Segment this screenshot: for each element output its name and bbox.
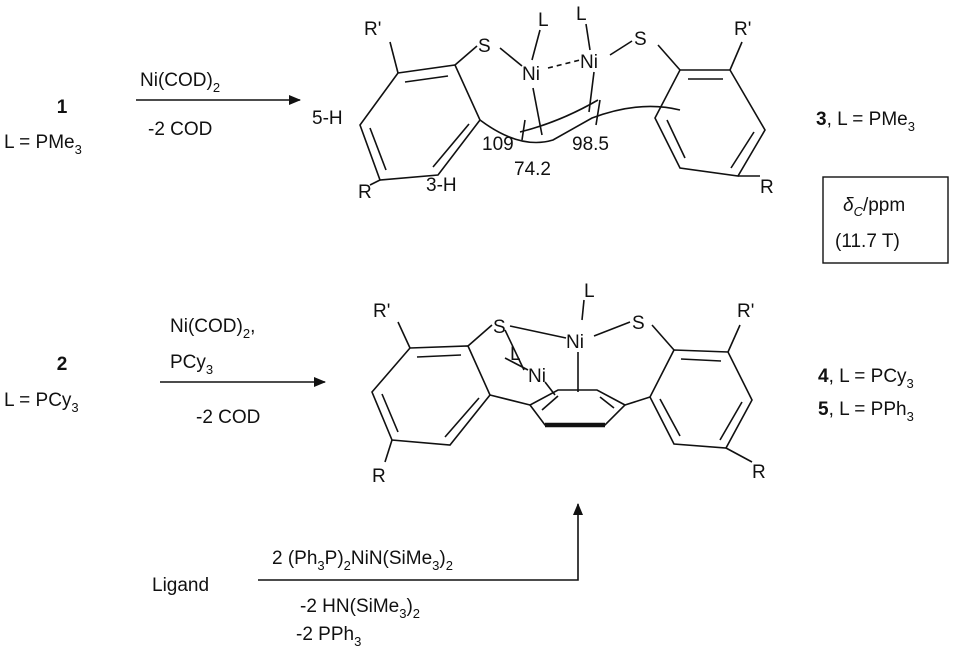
label-r-bottom-right-2: R	[752, 462, 766, 483]
reaction-1-byproduct: -2 COD	[148, 119, 212, 140]
label-3-h: 3-H	[426, 175, 457, 196]
reactant-1-ligand: L = PMe3	[4, 132, 82, 157]
label-r-prime-top-right: R'	[734, 19, 751, 40]
reaction-3-arrow	[258, 503, 583, 581]
shift-109: 109	[482, 134, 514, 155]
reaction-2-byproduct: -2 COD	[196, 407, 260, 428]
product-3-label: 3, L = PMe3	[816, 109, 915, 134]
reactant-2-ligand: L = PCy3	[4, 390, 79, 415]
reaction-1-reagent: Ni(COD)2	[140, 70, 220, 95]
label-r-prime-top-right-2: R'	[737, 301, 754, 322]
label-l-left: L	[538, 10, 549, 31]
reaction-1: 1 L = PMe3 Ni(COD)2 -2 COD	[4, 4, 915, 203]
label-ni-top-2: Ni	[566, 332, 584, 353]
label-r-bottom-right: R	[760, 177, 774, 198]
product-3-structure	[359, 23, 766, 186]
label-s-right: S	[634, 29, 647, 50]
reactant-1-number: 1	[57, 97, 68, 118]
reaction-3-byproduct-1: -2 HN(SiMe3)2	[300, 596, 420, 621]
label-r-bottom-left: R	[358, 182, 372, 203]
reaction-3-reagent: 2 (Ph3P)2NiN(SiMe3)2	[272, 548, 453, 573]
label-l-left-2: L	[510, 344, 521, 365]
legend-delta-unit: δC/ppm	[843, 195, 905, 219]
label-5-h: 5-H	[312, 108, 343, 129]
reaction-3-start: Ligand	[152, 575, 209, 596]
product-5-label: 5, L = PPh3	[818, 399, 914, 424]
label-s-right-2: S	[632, 313, 645, 334]
reaction-3-byproduct-2: -2 PPh3	[296, 624, 361, 649]
label-r-bottom-left-2: R	[372, 466, 386, 487]
shift-74-2: 74.2	[514, 159, 551, 180]
label-s-left: S	[478, 36, 491, 57]
label-l-right: L	[576, 4, 587, 25]
product-4-5-structure	[371, 299, 753, 463]
label-r-prime-top-left-2: R'	[373, 301, 390, 322]
label-l-top-2: L	[584, 281, 595, 302]
label-r-prime-top-left: R'	[364, 19, 381, 40]
shift-legend-box: δC/ppm (11.7 T)	[822, 176, 949, 264]
label-ni-left: Ni	[522, 64, 540, 85]
product-4-label: 4, L = PCy3	[818, 366, 914, 391]
label-s-left-2: S	[493, 317, 506, 338]
reaction-2-reagent-1: Ni(COD)2,	[170, 316, 255, 341]
reaction-2: 2 L = PCy3 Ni(COD)2, PCy3 -2 COD	[4, 281, 914, 487]
label-ni-bottom-2: Ni	[528, 366, 546, 387]
legend-field: (11.7 T)	[835, 231, 900, 252]
reactant-2-number: 2	[57, 354, 68, 375]
label-ni-right: Ni	[580, 52, 598, 73]
reaction-2-reagent-2: PCy3	[170, 352, 213, 377]
reaction-3: Ligand 2 (Ph3P)2NiN(SiMe3)2 -2 HN(SiMe3)…	[152, 503, 583, 649]
shift-98-5: 98.5	[572, 134, 609, 155]
